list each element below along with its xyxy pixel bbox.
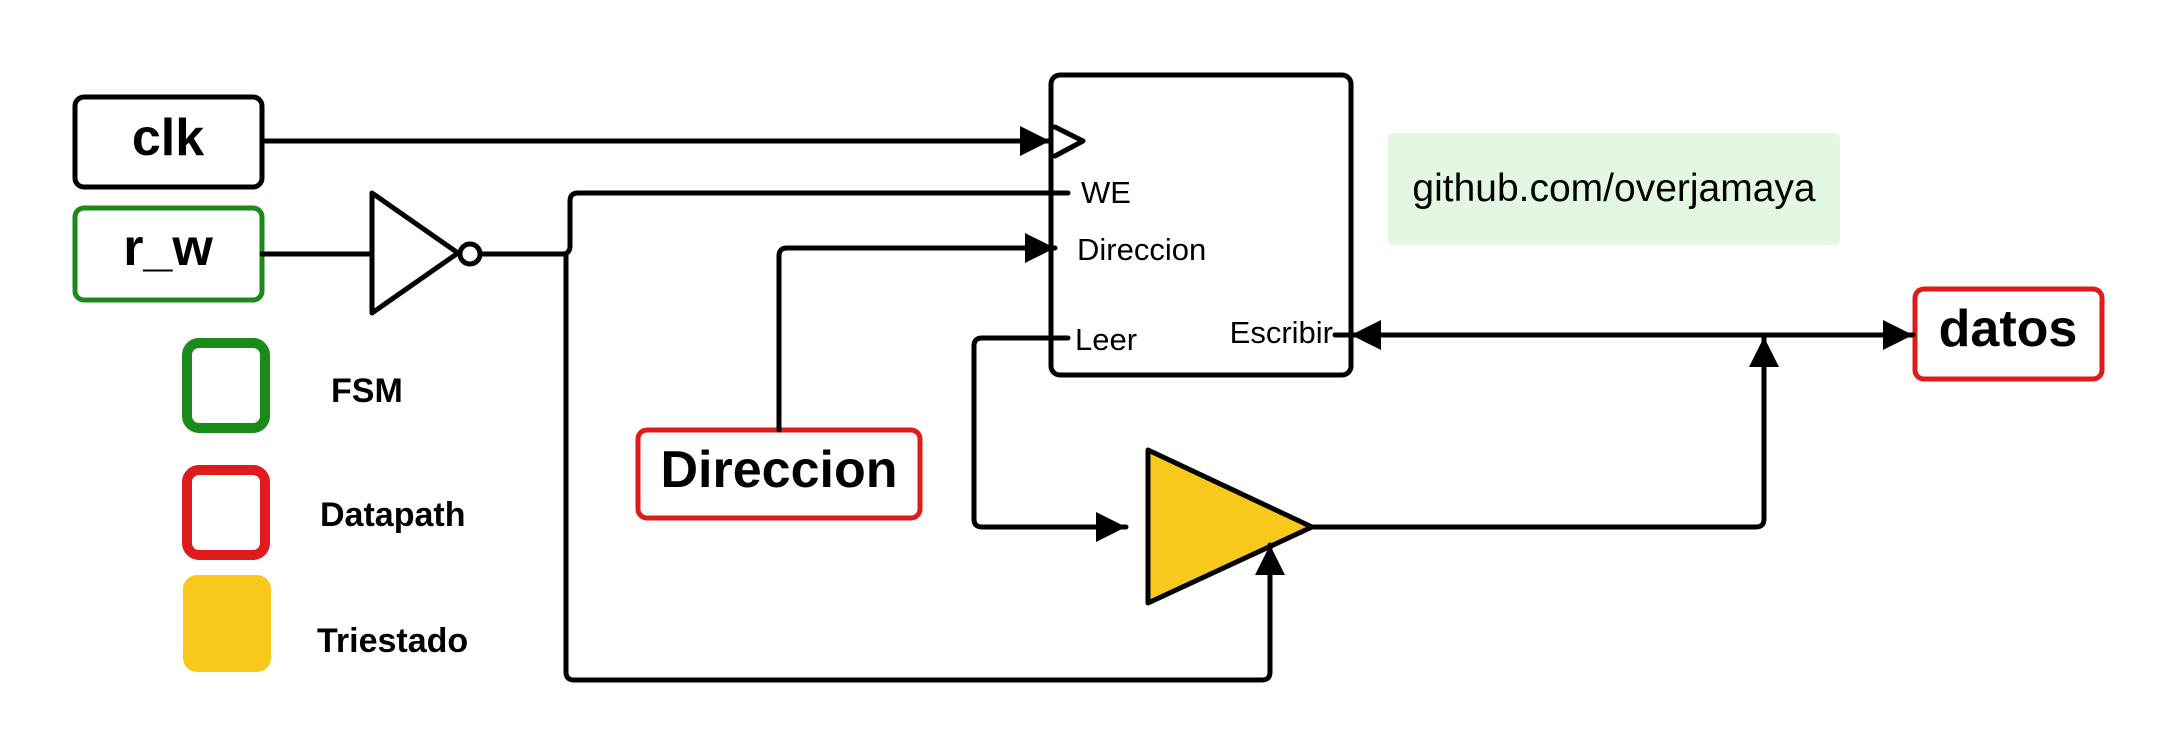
watermark-background (1388, 133, 1840, 245)
r-w-input: r_w (72, 205, 265, 303)
direccion-input: Direccion (635, 427, 923, 521)
watermark-text: github.com/overjamaya (1412, 167, 1816, 210)
port-direccion-label: Direccion (1077, 232, 1206, 267)
watermark: github.com/overjamaya (1388, 133, 1840, 245)
clk-input: clk (72, 94, 265, 190)
legend-fsm-swatch (182, 338, 270, 433)
wire-leer-to-buffer (971, 335, 1129, 542)
direccion-label: Direccion (661, 441, 898, 499)
wire-inverter-to-we (477, 190, 1071, 257)
tristate-triangle (1145, 447, 1315, 606)
wire-buffer-to-bus (1309, 334, 1779, 530)
clock-edge-icon (1052, 124, 1086, 159)
inverter-icon (369, 190, 483, 316)
wire-direccion (776, 233, 1058, 433)
wires (259, 126, 1916, 683)
port-leer-label: Leer (1075, 322, 1137, 357)
legend-datapath-swatch (182, 465, 270, 560)
wire-inverter-to-enable (563, 251, 1285, 683)
inverter-bubble (457, 241, 483, 267)
port-we-label: WE (1081, 175, 1131, 210)
clk-label: clk (132, 109, 204, 167)
memory-box (1048, 72, 1354, 378)
tristate-buffer-icon (1145, 447, 1315, 606)
legend-tristate-label: Triestado (317, 622, 468, 660)
legend: FSM Datapath Triestado (182, 338, 468, 672)
port-escribir-label: Escribir (1230, 315, 1333, 350)
legend-fsm-label: FSM (331, 372, 403, 410)
datos-output: datos (1912, 286, 2105, 382)
datos-label: datos (1939, 300, 2078, 358)
inverter-triangle (369, 190, 461, 316)
memory-block: WE Direccion Leer Escribir (1048, 72, 1354, 378)
legend-tristate-swatch (183, 575, 271, 672)
legend-datapath-label: Datapath (320, 496, 465, 534)
r-w-label: r_w (123, 219, 213, 277)
